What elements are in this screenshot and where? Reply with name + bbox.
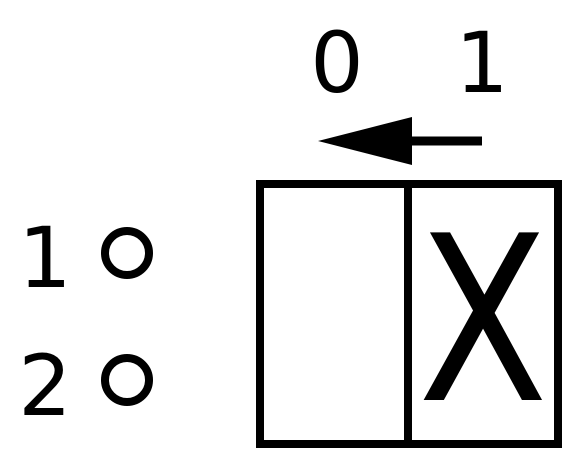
switch-matrix bbox=[256, 180, 562, 448]
contact-label-2: 2 bbox=[18, 337, 71, 435]
contact-label-1: 1 bbox=[18, 209, 71, 307]
matrix-cell-mark: X bbox=[418, 188, 548, 455]
contact-terminal-2-icon bbox=[101, 354, 153, 406]
contact-terminal-1-icon bbox=[101, 227, 153, 279]
position-label-1: 1 bbox=[455, 14, 508, 112]
direction-arrow-icon bbox=[318, 117, 482, 165]
position-label-0: 0 bbox=[310, 14, 363, 112]
